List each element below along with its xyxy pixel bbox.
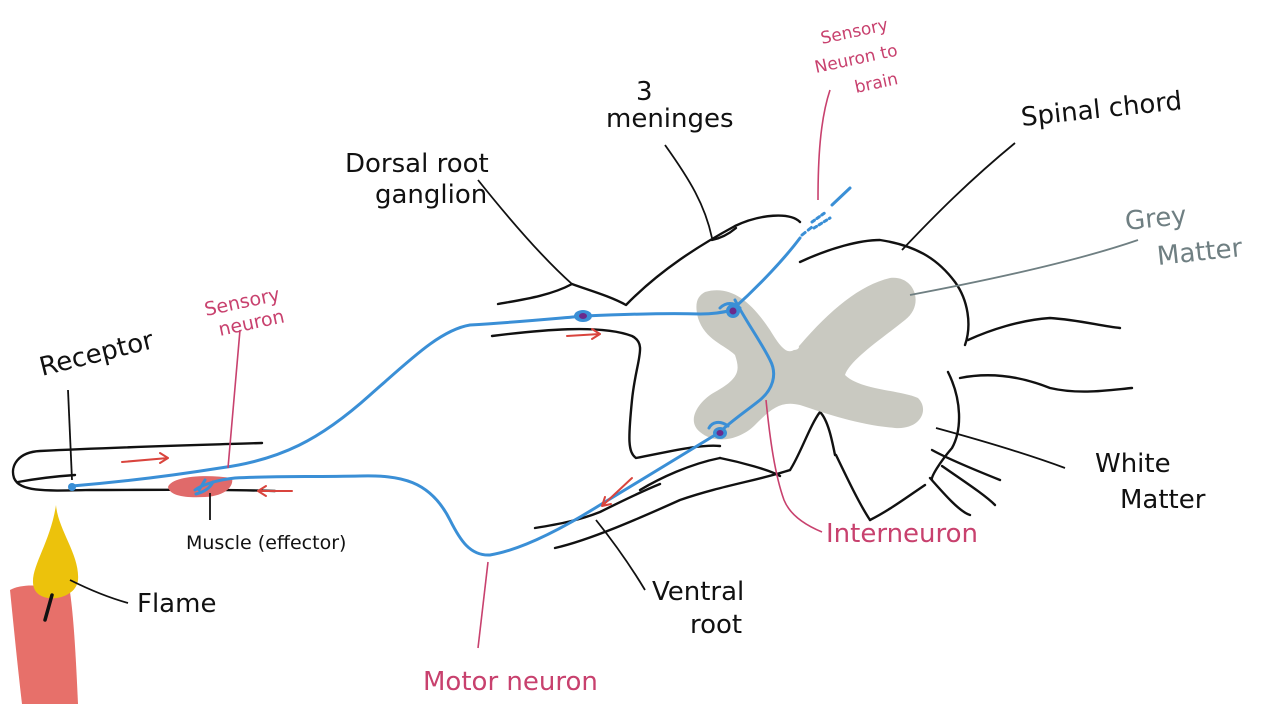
candle	[10, 505, 78, 704]
label-spinal-cord: Spinal chord	[1020, 86, 1184, 133]
label-grey-matter-2: Matter	[1156, 233, 1244, 272]
label-ventral-root-1: Ventral	[652, 577, 744, 607]
label-motor-neuron: Motor neuron	[423, 667, 598, 697]
label-interneuron: Interneuron	[826, 519, 978, 549]
label-white-matter-2: Matter	[1120, 485, 1206, 515]
label-white-matter-1: White	[1095, 449, 1171, 479]
leader-lines	[68, 90, 1138, 648]
label-meninges-1: 3	[636, 77, 653, 107]
label-receptor: Receptor	[36, 325, 157, 382]
label-grey-matter-1: Grey	[1124, 201, 1188, 237]
cell-bodies	[68, 304, 740, 491]
label-meninges-2: meninges	[606, 104, 734, 134]
label-to-brain-3: brain	[853, 69, 900, 98]
label-flame: Flame	[137, 589, 216, 619]
label-muscle-effector: Muscle (effector)	[186, 532, 346, 554]
label-dorsal-root-1: Dorsal root	[345, 149, 489, 179]
central-canal	[789, 344, 799, 350]
label-dorsal-root-2: ganglion	[375, 180, 487, 210]
neuron-pathways	[72, 188, 850, 555]
label-ventral-root-2: root	[690, 610, 742, 640]
grey-matter	[694, 278, 923, 440]
